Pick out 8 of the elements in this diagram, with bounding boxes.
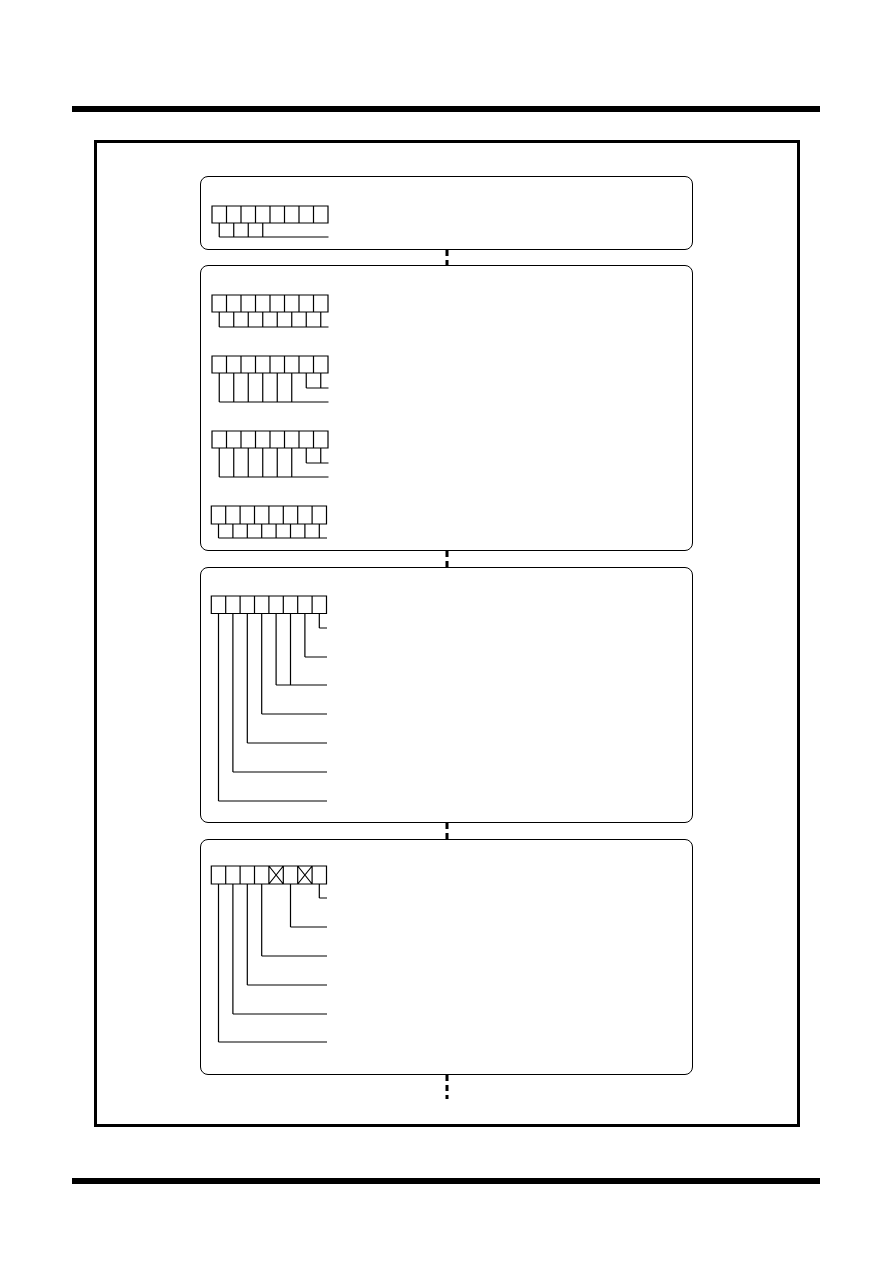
dashed-connector: [445, 250, 449, 265]
dashed-connector: [445, 1075, 449, 1099]
rounded-panel: [200, 839, 693, 1075]
dashed-connector: [445, 823, 449, 839]
rounded-panel: [200, 567, 693, 823]
rounded-panel: [200, 176, 693, 250]
dashed-connector: [445, 551, 449, 567]
rounded-panel: [200, 265, 693, 551]
